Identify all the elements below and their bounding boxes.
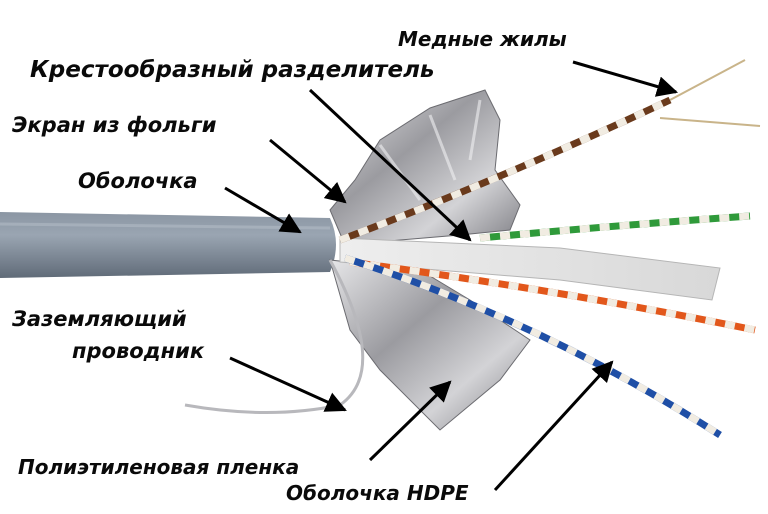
label-copper-wires: Медные жилы	[398, 27, 567, 51]
label-drain-wire-line2: проводник	[72, 339, 205, 363]
label-polyethylene-film: Полиэтиленовая пленка	[18, 455, 300, 479]
label-jacket: Оболочка	[78, 169, 198, 193]
label-cross-separator: Крестообразный разделитель	[30, 57, 435, 83]
label-drain-wire-line1: Заземляющий	[12, 307, 187, 331]
cross-separator	[339, 237, 721, 301]
label-hdpe-jacket: Оболочка HDPE	[286, 481, 469, 505]
cable-jacket	[0, 212, 336, 278]
twisted-pairs	[338, 59, 761, 438]
polyethylene-film	[329, 259, 531, 431]
foil-shield	[329, 89, 521, 246]
callout-arrows	[224, 60, 679, 492]
label-foil-shield: Экран из фольги	[12, 113, 217, 137]
